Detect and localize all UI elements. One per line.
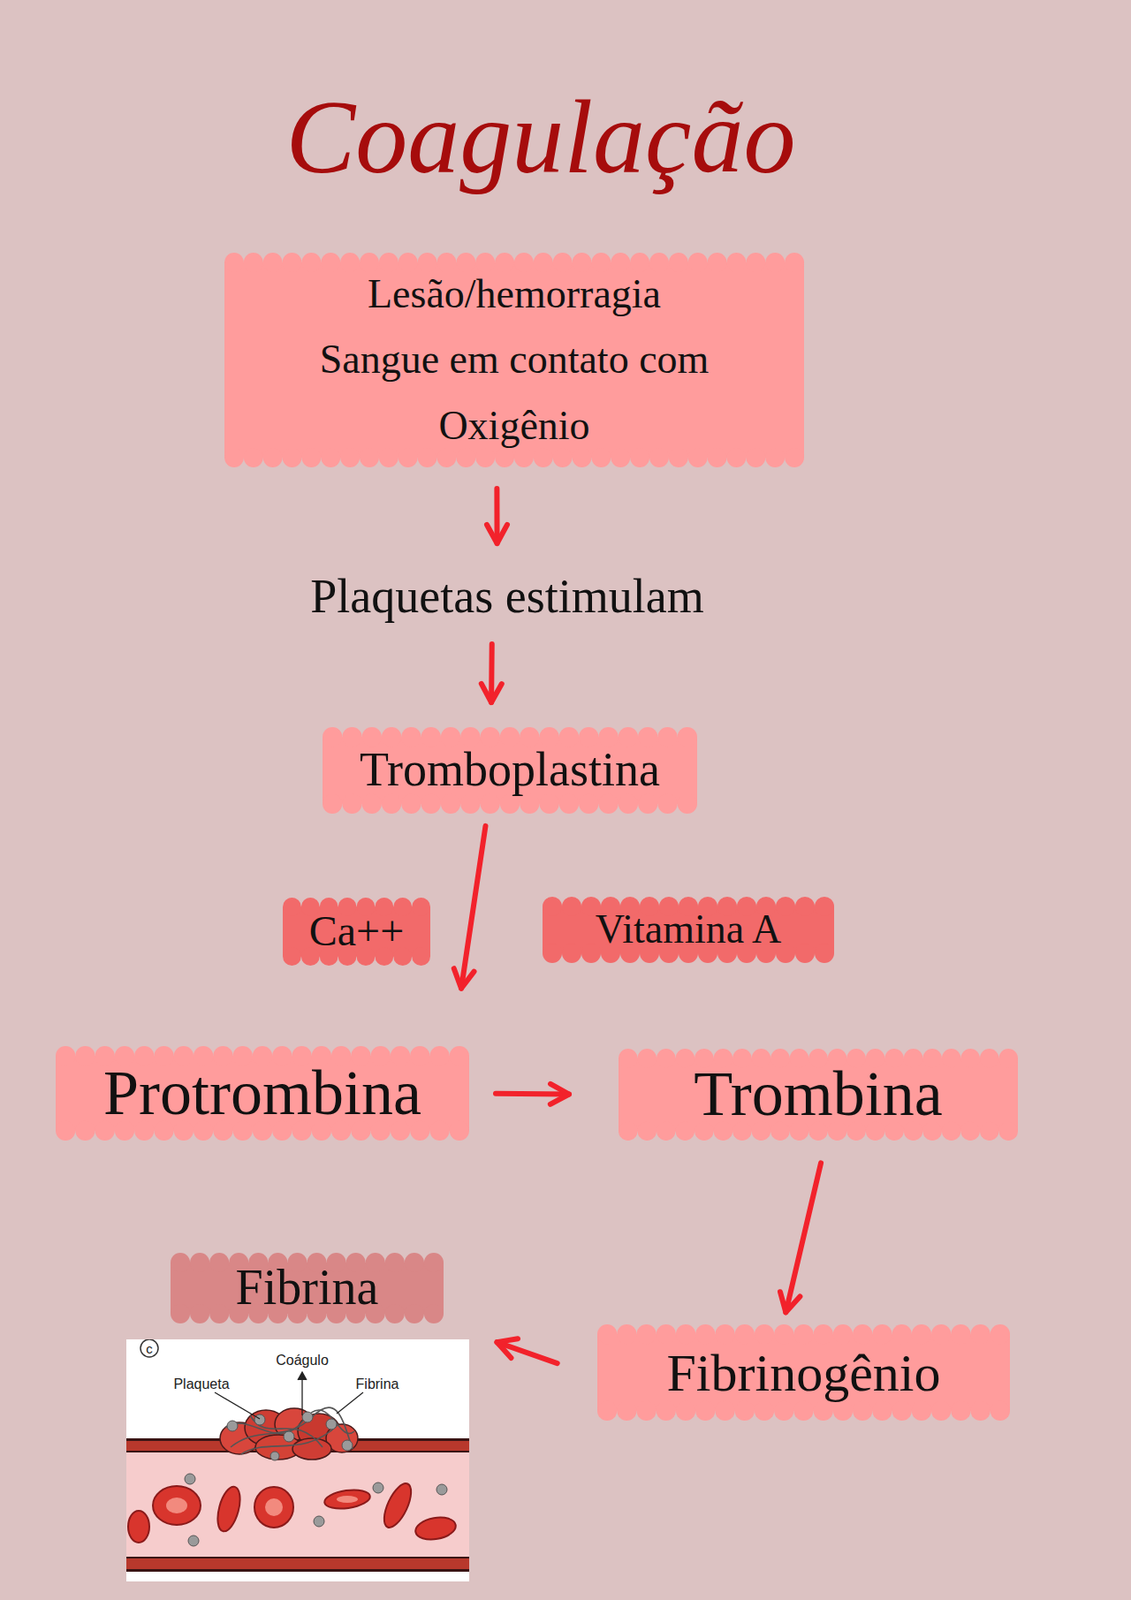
process-box: Lesão/hemorragiaSangue em contato com Ox…	[224, 252, 805, 468]
clot-illustration	[126, 1339, 470, 1582]
process-box: Vitamina A	[542, 896, 835, 964]
node-text: Fibrina	[235, 1260, 380, 1316]
node-text: Vitamina A	[595, 907, 782, 953]
flow-arrow	[454, 826, 486, 989]
node-text: Sangue em contato com Oxigênio	[268, 326, 760, 459]
diagram-title: Coagulação	[0, 77, 1082, 198]
node-text: Ca++	[309, 908, 404, 956]
node-text: Plaquetas estimulam	[310, 570, 704, 623]
node-text: Trombina	[693, 1059, 942, 1130]
flow-arrow	[780, 1162, 821, 1313]
process-box: Protrombina	[55, 1046, 470, 1141]
node-text: Lesão/hemorragia	[367, 261, 661, 328]
node-text: Tromboplastina	[359, 743, 661, 797]
process-box: Fibrinogênio	[597, 1324, 1010, 1421]
flow-arrow	[495, 1084, 570, 1105]
flow-arrow	[496, 1338, 557, 1364]
process-box: Tromboplastina	[322, 727, 698, 814]
illustration-label: Coágulo	[275, 1352, 329, 1369]
process-box: Trombina	[618, 1048, 1018, 1141]
illustration-label: c	[145, 1341, 153, 1357]
process-box: Ca++	[282, 897, 431, 966]
illustration-label: Fibrina	[356, 1376, 400, 1393]
flow-arrow	[481, 644, 502, 703]
process-step: Plaquetas estimulam	[256, 569, 759, 625]
flow-arrow	[486, 488, 508, 544]
illustration-label: Plaqueta	[173, 1376, 229, 1393]
process-box: Fibrina	[170, 1252, 444, 1324]
node-text: Protrombina	[103, 1058, 422, 1129]
node-text: Fibrinogênio	[667, 1343, 942, 1403]
